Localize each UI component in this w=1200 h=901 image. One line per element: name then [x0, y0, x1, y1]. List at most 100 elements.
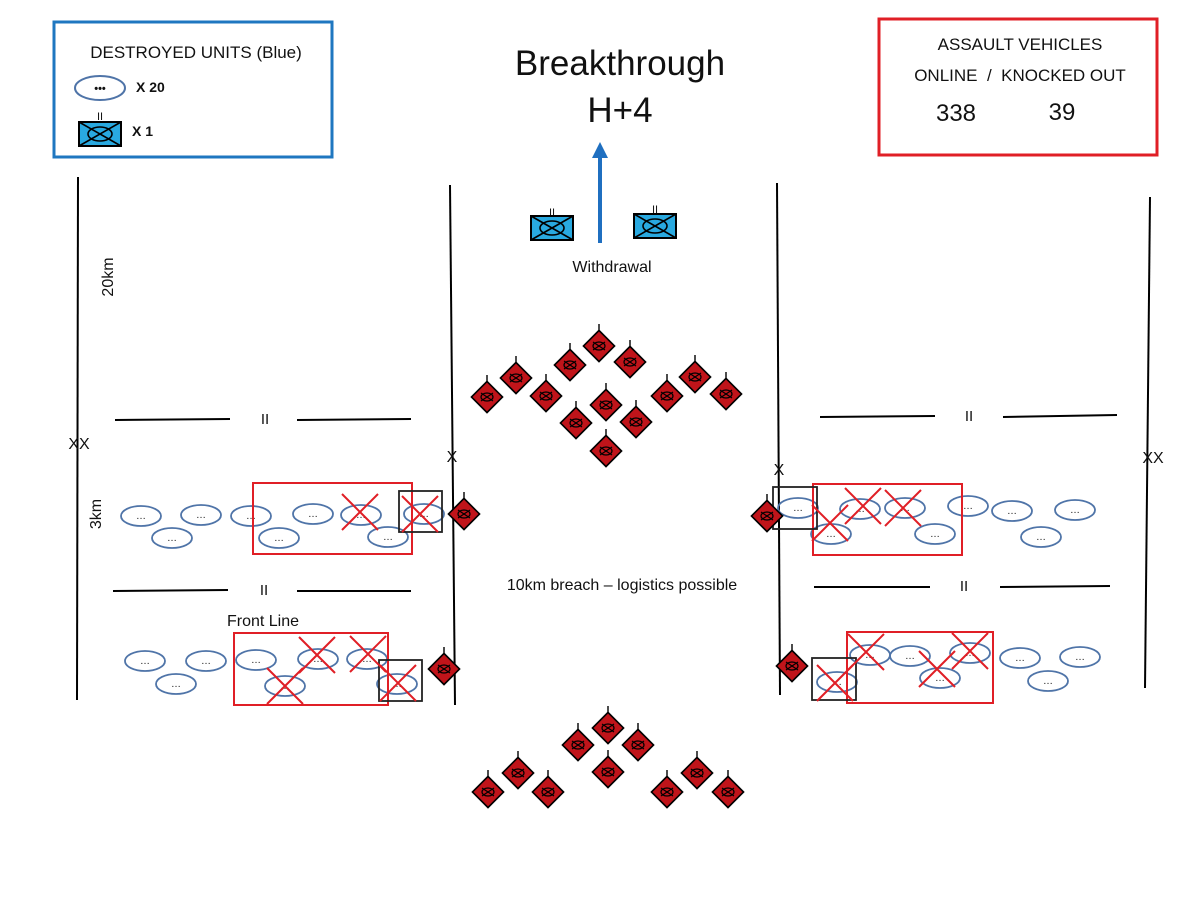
depth-3km-label: 3km [88, 499, 105, 529]
battalion-line-right-1a [819, 415, 936, 418]
blue-infantry-unit: … [1020, 526, 1062, 548]
infantry-count: X 20 [136, 79, 165, 95]
svg-text:…: … [793, 503, 803, 514]
assault-subheading: ONLINE / KNOCKED OUT [914, 66, 1126, 85]
svg-text:…: … [246, 511, 256, 522]
red-diamond-icon [531, 769, 565, 809]
battalion-line-left-1b [296, 418, 412, 421]
red-diamond-icon [591, 749, 625, 789]
svg-text:…: … [963, 501, 973, 512]
svg-text:…: … [1075, 652, 1085, 663]
front-line-label: Front Line [227, 613, 299, 630]
destroyed-x-mark [918, 650, 956, 688]
blue-infantry-unit: … [292, 503, 334, 525]
destroyed-x-mark [341, 493, 379, 531]
withdrawing-armor-left [530, 215, 574, 241]
blue-infantry-unit: … [949, 642, 991, 664]
blue-infantry-unit: … [403, 503, 445, 525]
blue-infantry-unit: … [297, 648, 339, 670]
red-diamond-icon [613, 339, 647, 379]
red-diamond-icon [650, 769, 684, 809]
red-diamond-icon [619, 399, 653, 439]
battalion-label-left-2: II [260, 582, 268, 599]
red-diamond-icon [561, 722, 595, 762]
svg-text:…: … [965, 648, 975, 659]
destroyed-x-mark [298, 636, 336, 674]
infantry-dots: ••• [94, 83, 106, 95]
knocked-out-count: 39 [1049, 99, 1076, 126]
blue-infantry-unit: … [185, 650, 227, 672]
battalion-line-left-2a [112, 589, 229, 592]
battalion-label-right-1: II [965, 408, 973, 425]
svg-text:…: … [201, 656, 211, 667]
withdrawing-armor-right [633, 213, 677, 239]
title-main: Breakthrough [515, 44, 725, 83]
battalion-label-right-2: II [960, 578, 968, 595]
red-diamond-icon [589, 428, 623, 468]
armor-count: X 1 [132, 123, 153, 139]
red-diamond-icon [589, 382, 623, 422]
blue-infantry-unit: … [155, 673, 197, 695]
svg-text:…: … [1015, 653, 1025, 664]
svg-text:…: … [171, 679, 181, 690]
blue-infantry-unit: … [947, 495, 989, 517]
blue-infantry-unit: … [1059, 646, 1101, 668]
blue-infantry-unit: … [235, 649, 277, 671]
armor-legend-icon [78, 121, 122, 147]
blue-infantry-units: ………………………………………………………………………………………… [120, 495, 1101, 697]
left-division-boundary [76, 176, 79, 701]
svg-text:…: … [905, 651, 915, 662]
svg-text:…: … [383, 532, 393, 543]
contact-box-right-lower [811, 657, 857, 701]
armor-echelon: II [97, 111, 103, 123]
svg-text:…: … [826, 529, 836, 540]
red-diamond-icon [529, 373, 563, 413]
red-diamond-icon [621, 722, 655, 762]
svg-text:…: … [356, 510, 366, 521]
blue-infantry-unit: … [340, 504, 382, 526]
red-diamond-icon [559, 400, 593, 440]
red-diamond-icon [553, 342, 587, 382]
svg-text:…: … [1043, 676, 1053, 687]
svg-text:…: … [832, 677, 842, 688]
svg-text:…: … [1070, 505, 1080, 516]
assault-heading: ASSAULT VEHICLES [938, 35, 1103, 54]
red-diamond-icon [591, 705, 625, 745]
engagement-zone-right-lower [846, 631, 994, 704]
destroyed-x-mark [951, 632, 989, 670]
svg-text:…: … [419, 509, 429, 520]
svg-text:…: … [196, 510, 206, 521]
destroyed-x-mark [884, 489, 922, 527]
destroyed-units-legend: DESTROYED UNITS (Blue) ••• X 20 II X 1 [52, 20, 334, 159]
blue-infantry-unit: … [999, 647, 1041, 669]
destroyed-x-mark [847, 633, 885, 671]
division-label-left: XX [68, 436, 90, 453]
battalion-line-right-1b [1002, 414, 1118, 418]
contact-box-left-lower [378, 659, 423, 702]
svg-text:…: … [1036, 532, 1046, 543]
svg-text:…: … [274, 533, 284, 544]
infantry-legend-icon: ••• [74, 75, 126, 101]
boundary-lines [76, 176, 1151, 706]
red-diamond-icon [680, 750, 714, 790]
battalion-line-left-1a [114, 418, 231, 421]
blue-infantry-unit: … [914, 523, 956, 545]
armor-echelon-left: II [549, 207, 555, 219]
blue-infantry-unit: … [230, 505, 272, 527]
svg-text:…: … [308, 509, 318, 520]
destroyed-x-mark [844, 487, 882, 525]
svg-text:…: … [313, 654, 323, 665]
depth-20km-label: 20km [100, 257, 117, 296]
breakthrough-arrow [592, 142, 608, 243]
blue-infantry-unit: … [884, 497, 926, 519]
brigade-label-right: X [774, 462, 785, 479]
svg-text:…: … [140, 656, 150, 667]
withdrawal-label: Withdrawal [572, 259, 651, 276]
battalion-label-left-1: II [261, 411, 269, 428]
assault-frame [877, 17, 1159, 157]
right-brigade-boundary [776, 182, 781, 696]
blue-infantry-unit: … [120, 505, 162, 527]
svg-text:…: … [136, 511, 146, 522]
svg-text:…: … [900, 503, 910, 514]
